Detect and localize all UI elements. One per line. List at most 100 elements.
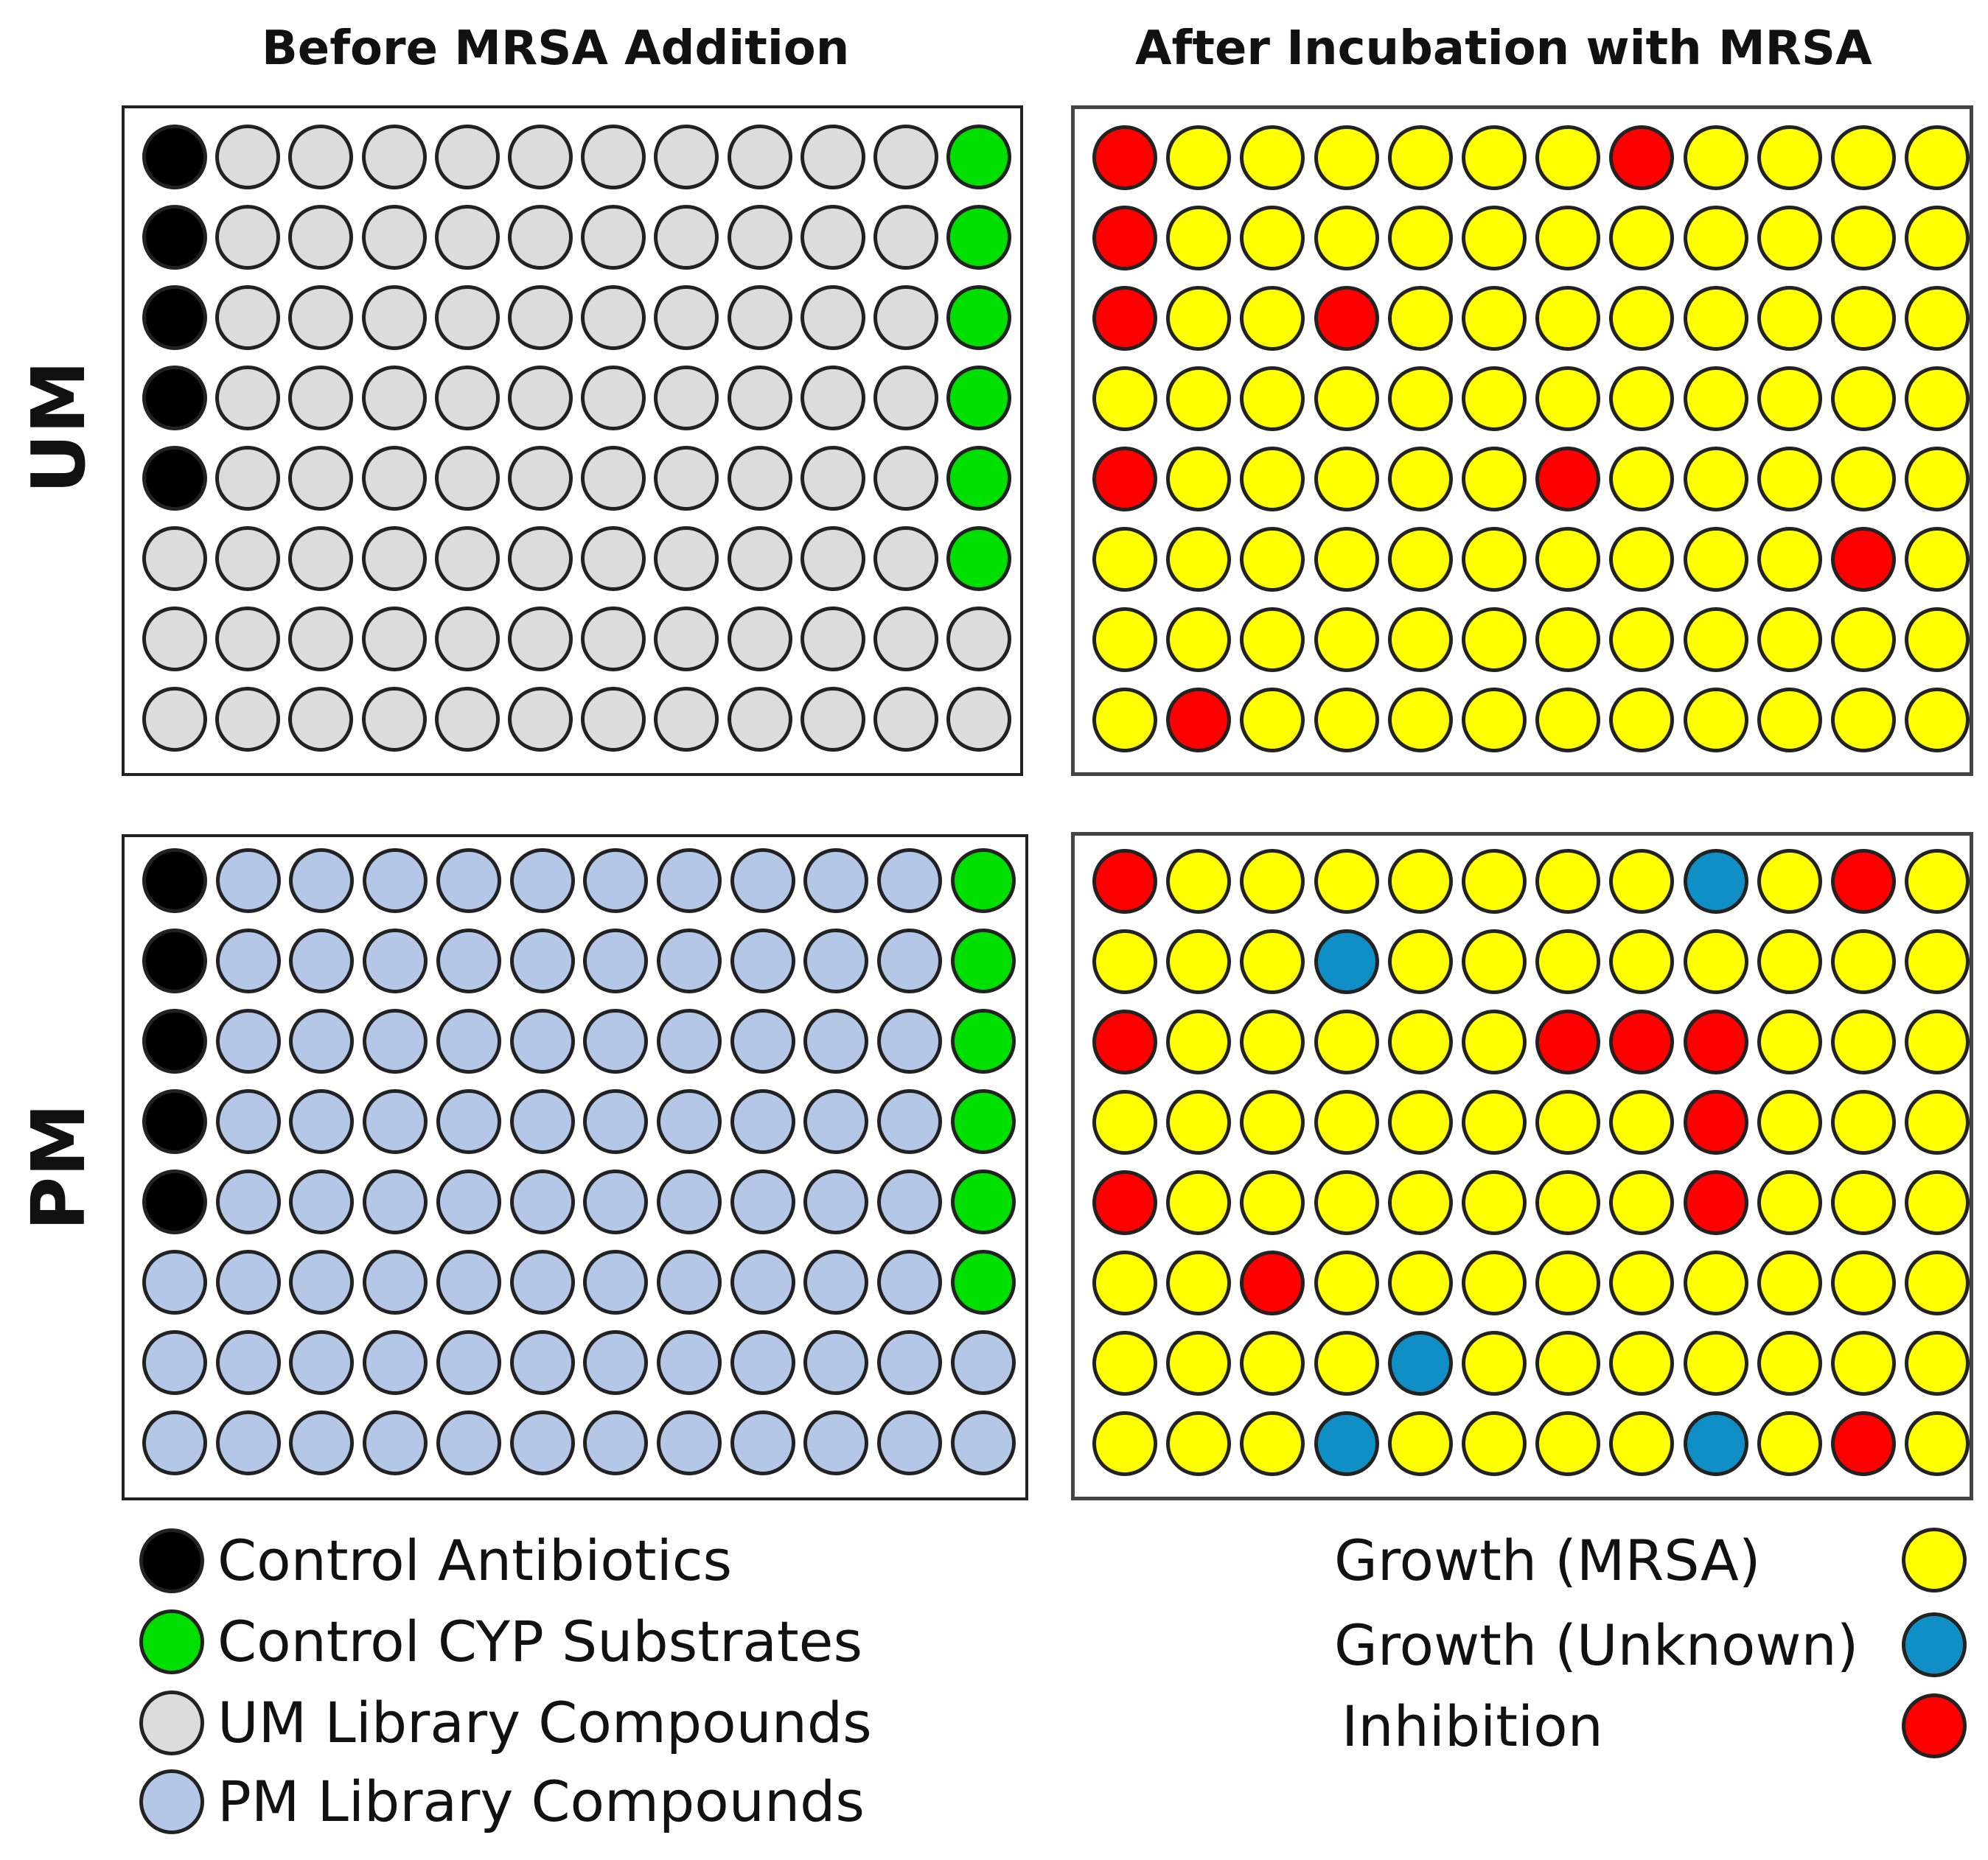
pm-library-compound-well <box>509 1009 575 1074</box>
pm-library-compound-well-swatch <box>139 1769 204 1834</box>
pm-library-compound-well <box>436 1089 501 1154</box>
growth-mrsa-well <box>1092 1090 1157 1155</box>
control-cyp-substrate-well <box>946 446 1012 511</box>
inhibition-well <box>1092 1010 1157 1074</box>
um-library-compound-well <box>361 125 427 189</box>
pm-library-compound-well <box>730 1009 795 1074</box>
um-library-compound-well <box>508 205 573 270</box>
pm-library-compound-well <box>730 1250 795 1315</box>
growth-mrsa-well <box>1462 1411 1527 1476</box>
um-library-compound-well <box>727 366 792 430</box>
inhibition-well <box>1535 1010 1601 1074</box>
pm-library-compound-well <box>583 929 649 993</box>
pm-library-compound-well <box>656 1009 722 1074</box>
legend-label: PM Library Compounds <box>217 1769 865 1834</box>
pm-library-compound-well <box>877 1089 942 1154</box>
growth-mrsa-well <box>1905 206 1970 270</box>
growth-mrsa-well <box>1831 366 1896 431</box>
um-library-compound-well <box>142 606 207 671</box>
growth-mrsa-well <box>1387 1411 1453 1476</box>
growth-mrsa-well <box>1092 1411 1157 1476</box>
pm-library-compound-well <box>656 929 722 993</box>
growth-mrsa-well <box>1166 206 1232 270</box>
legend-label: UM Library Compounds <box>217 1690 872 1755</box>
inhibition-well <box>1831 1411 1896 1476</box>
growth-mrsa-well <box>1757 527 1822 592</box>
control-cyp-substrate-well <box>946 366 1012 430</box>
growth-mrsa-well <box>1683 1331 1748 1396</box>
um-library-compound-well <box>873 687 938 752</box>
um-library-compound-well <box>361 606 427 671</box>
growth-mrsa-well <box>1240 125 1305 190</box>
pm-library-compound-well <box>436 1250 501 1315</box>
growth-unknown-well <box>1387 1331 1453 1396</box>
growth-mrsa-well <box>1462 447 1527 511</box>
growth-mrsa-well <box>1831 607 1896 672</box>
pm-library-compound-well <box>215 1330 281 1395</box>
pm-library-compound-well <box>583 1250 649 1315</box>
inhibition-well <box>1166 688 1232 752</box>
pm-library-compound-well <box>583 1009 649 1074</box>
growth-mrsa-well <box>1757 125 1822 190</box>
growth-mrsa-well <box>1166 527 1232 592</box>
growth-mrsa-well <box>1609 1251 1675 1315</box>
growth-mrsa-well <box>1535 1170 1601 1235</box>
growth-mrsa-well <box>1683 447 1748 511</box>
um-library-compound-well <box>508 687 573 752</box>
pm-library-compound-well <box>215 929 281 993</box>
growth-mrsa-well <box>1387 447 1453 511</box>
growth-mrsa-well <box>1683 527 1748 592</box>
um-library-compound-well <box>434 285 500 350</box>
pm-library-compound-well <box>142 1410 207 1475</box>
um-library-compound-well <box>581 285 646 350</box>
growth-mrsa-well <box>1462 607 1527 672</box>
growth-mrsa-well <box>1387 929 1453 994</box>
growth-mrsa-well <box>1757 206 1822 270</box>
growth-mrsa-well <box>1905 1251 1970 1315</box>
pm-library-compound-well <box>730 929 795 993</box>
growth-mrsa-well <box>1609 688 1675 752</box>
pm-library-compound-well <box>215 1170 281 1234</box>
um-library-compound-well <box>800 285 865 350</box>
pm-library-compound-well <box>656 1410 722 1475</box>
inhibition-well <box>1831 527 1896 592</box>
growth-mrsa-well <box>1387 1251 1453 1315</box>
growth-mrsa-well <box>1387 206 1453 270</box>
inhibition-well <box>1092 447 1157 511</box>
pm-library-compound-well <box>215 848 281 913</box>
inhibition-well <box>1609 125 1675 190</box>
growth-mrsa-well <box>1240 1090 1305 1155</box>
um-library-compound-well <box>288 366 354 430</box>
growth-mrsa-well <box>1240 849 1305 914</box>
growth-mrsa-well <box>1905 125 1970 190</box>
pm-library-compound-well <box>215 1250 281 1315</box>
um-library-compound-well <box>434 446 500 511</box>
pm-library-compound-well <box>289 1009 355 1074</box>
growth-mrsa-well <box>1240 1010 1305 1074</box>
um-library-compound-well <box>581 446 646 511</box>
pm-library-compound-well <box>583 1170 649 1234</box>
growth-mrsa-well <box>1831 1170 1896 1235</box>
inhibition-well <box>1609 1010 1675 1074</box>
inhibition-well <box>1831 849 1896 914</box>
growth-unknown-well-swatch <box>1902 1612 1967 1677</box>
growth-mrsa-well <box>1609 1170 1675 1235</box>
um-library-compound-well-swatch <box>139 1690 204 1755</box>
control-antibiotic-well <box>142 125 207 189</box>
legend-item: PM Library Compounds <box>139 1769 865 1834</box>
inhibition-well-swatch <box>1902 1693 1967 1758</box>
growth-mrsa-well <box>1240 527 1305 592</box>
inhibition-well <box>1240 1251 1305 1315</box>
growth-mrsa-well-swatch <box>1902 1528 1967 1592</box>
growth-mrsa-well <box>1609 1331 1675 1396</box>
growth-mrsa-well <box>1831 206 1896 270</box>
legend-label: Growth (Unknown) <box>1334 1612 1859 1678</box>
growth-mrsa-well <box>1683 607 1748 672</box>
growth-mrsa-well <box>1683 1251 1748 1315</box>
um-row-label: UM <box>15 360 102 494</box>
um-library-compound-well <box>800 205 865 270</box>
growth-mrsa-well <box>1683 688 1748 752</box>
growth-mrsa-well <box>1387 125 1453 190</box>
growth-mrsa-well <box>1166 929 1232 994</box>
um-library-compound-well <box>873 606 938 671</box>
